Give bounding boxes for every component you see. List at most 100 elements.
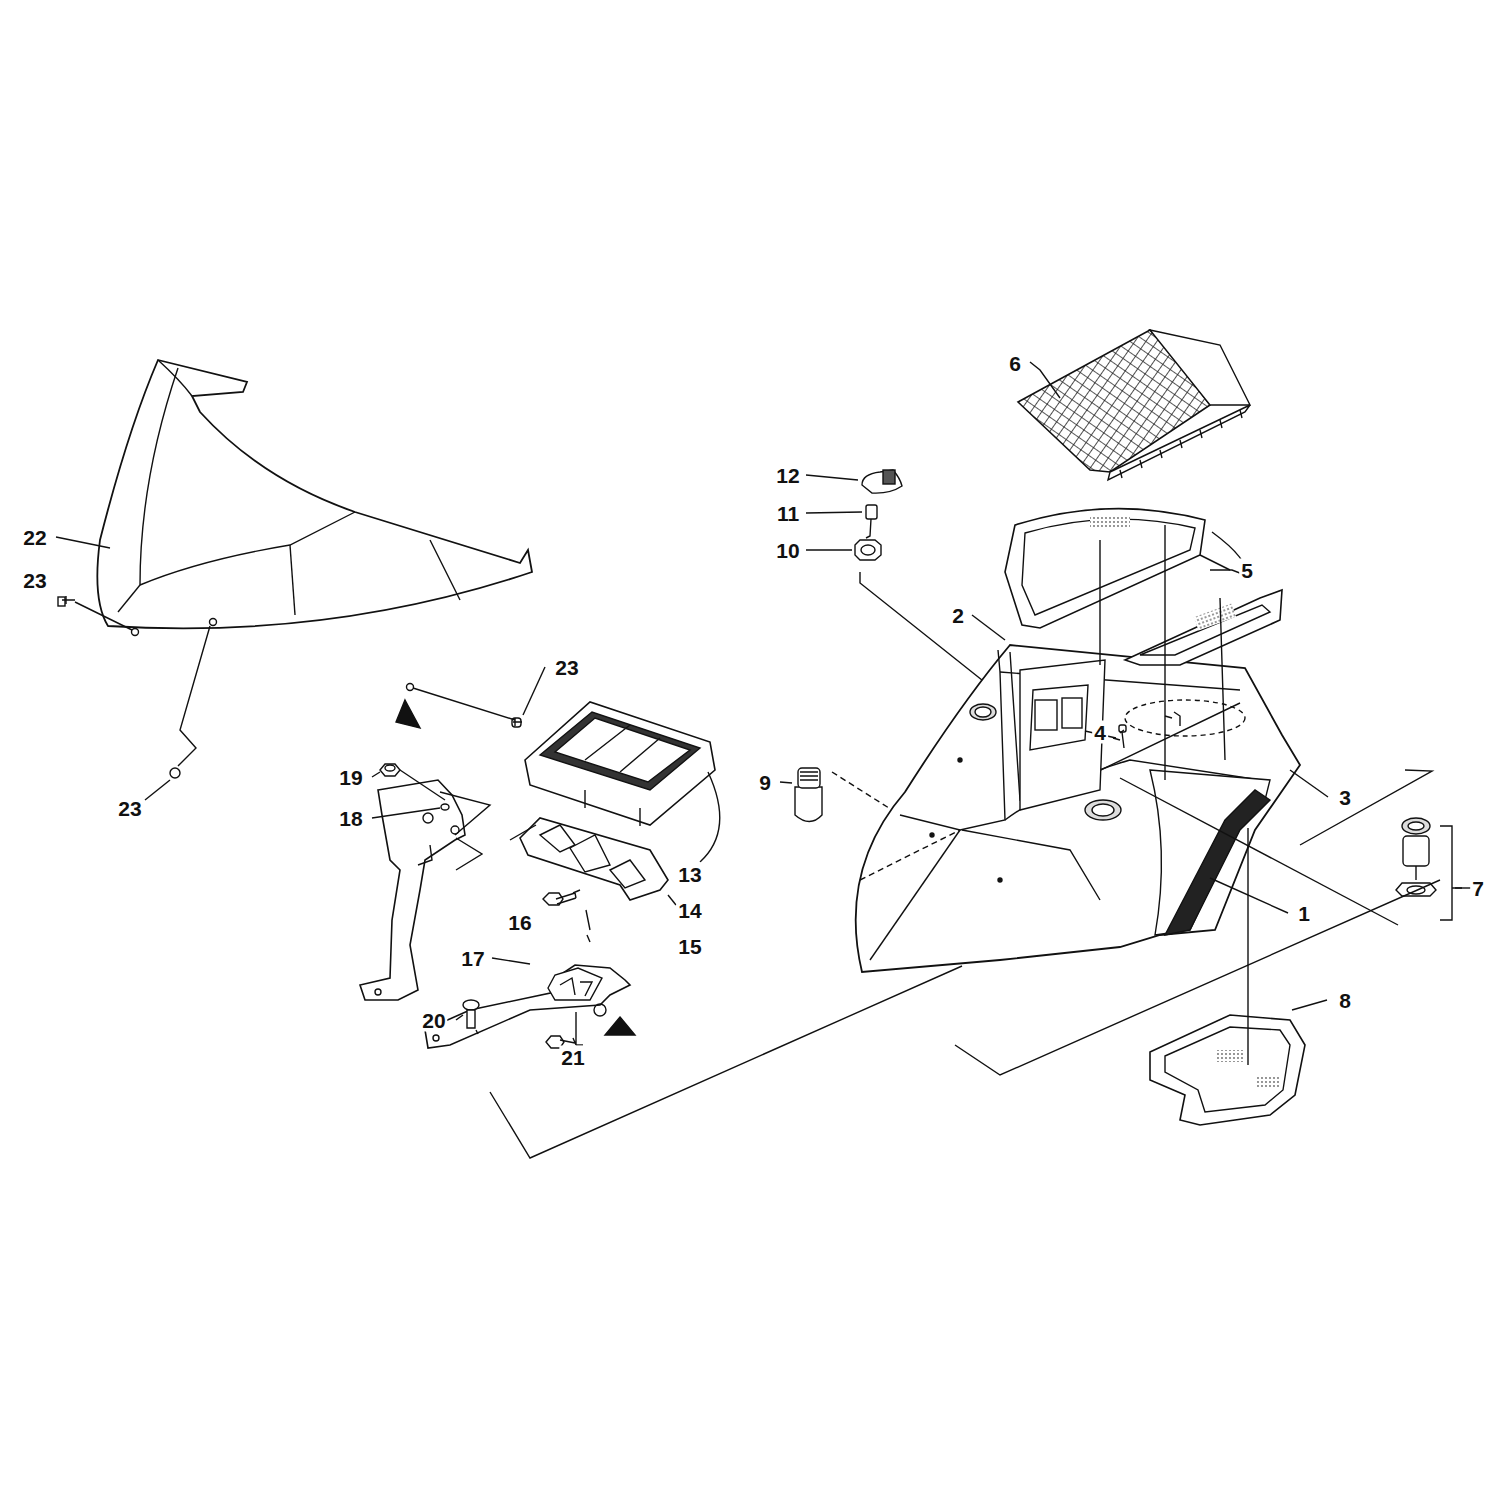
vent-panel — [1150, 828, 1327, 1125]
vent-panel — [1150, 1015, 1305, 1125]
hood — [930, 833, 934, 837]
bolt — [467, 1010, 475, 1028]
mount-bracket — [360, 780, 635, 1048]
nut — [441, 804, 449, 810]
windshield — [132, 629, 139, 636]
gauge — [525, 702, 715, 825]
power-outlet — [1120, 778, 1398, 925]
callout-number: 13 — [676, 863, 703, 886]
callout-number: 17 — [459, 947, 486, 970]
nut — [510, 825, 536, 840]
screw — [56, 537, 110, 548]
hood — [975, 707, 991, 717]
leader-line — [972, 615, 1005, 640]
screw — [1113, 700, 1245, 748]
screw — [62, 596, 132, 630]
nut — [380, 764, 400, 776]
storage-tray — [1108, 405, 1250, 480]
power-outlet — [1440, 826, 1462, 920]
mount-bracket — [423, 813, 433, 823]
callout-number: 9 — [757, 771, 773, 794]
vent-frame — [1140, 605, 1270, 655]
callout-number: 14 — [676, 899, 703, 922]
vent-frame — [1090, 515, 1130, 527]
key-switch — [855, 540, 881, 560]
gauge-mount — [610, 860, 645, 888]
hood — [1062, 698, 1082, 728]
screw — [1165, 716, 1172, 718]
callout-number: 7 — [1470, 877, 1486, 900]
bracket-line — [955, 880, 1440, 1075]
callout-number: 8 — [1337, 989, 1353, 1012]
bolt — [543, 890, 580, 905]
hood — [856, 645, 1300, 972]
windshield — [290, 545, 295, 615]
leader-line — [1290, 770, 1328, 797]
nut — [400, 770, 445, 800]
windshield — [118, 585, 140, 612]
callout-number: 16 — [506, 911, 533, 934]
gauge — [540, 712, 700, 790]
hood — [1030, 685, 1088, 750]
hood — [970, 704, 996, 720]
bracket-line — [1300, 770, 1432, 845]
switch — [780, 768, 900, 822]
bracket-line — [490, 770, 1440, 1158]
switch — [800, 772, 818, 780]
key-switch — [861, 545, 875, 555]
bolt — [463, 1000, 479, 1010]
mount-bracket — [605, 1017, 635, 1035]
switch — [798, 768, 820, 788]
hood — [1085, 800, 1121, 820]
screw — [56, 537, 545, 800]
callout-number: 3 — [1337, 786, 1353, 809]
callout-number: 5 — [1239, 559, 1255, 582]
hood — [998, 878, 1002, 882]
windshield — [407, 684, 414, 691]
callout-number: 15 — [676, 935, 703, 958]
nut — [372, 764, 536, 840]
vent-panel — [1215, 1050, 1245, 1062]
hood — [1092, 804, 1114, 816]
hood — [1150, 770, 1270, 935]
screw — [523, 667, 545, 715]
gauge-mount — [520, 818, 668, 900]
screw — [1125, 700, 1245, 736]
hood — [1035, 700, 1057, 730]
hood — [958, 758, 962, 762]
key-switch — [883, 470, 895, 484]
windshield — [210, 619, 217, 626]
callout-number: 12 — [774, 464, 801, 487]
power-outlet — [1120, 778, 1462, 925]
mount-bracket — [594, 1004, 606, 1016]
gauge — [555, 718, 690, 782]
switch — [780, 782, 792, 783]
mount-bracket — [433, 1035, 439, 1041]
storage-tray — [1150, 330, 1250, 405]
mount-bracket — [425, 965, 630, 1048]
vent-panel — [1165, 1027, 1290, 1112]
storage-tray — [1018, 330, 1250, 480]
switch — [795, 787, 822, 822]
gauge — [700, 772, 720, 862]
vent-panel — [1255, 1075, 1280, 1087]
callout-number: 2 — [950, 604, 966, 627]
leader-line — [1210, 878, 1288, 913]
mount-bracket — [548, 968, 602, 1000]
gauge-mount — [668, 895, 676, 905]
vent-frame — [1022, 519, 1195, 615]
switch — [832, 772, 900, 815]
screw — [1174, 712, 1180, 726]
screw — [178, 626, 210, 766]
windshield — [140, 368, 355, 585]
gauge — [585, 725, 660, 772]
callout-number: 22 — [21, 526, 48, 549]
callout-number: 18 — [337, 807, 364, 830]
screw — [413, 688, 515, 720]
mount-bracket — [492, 958, 530, 964]
screw — [1119, 725, 1126, 732]
key-switch — [862, 470, 902, 493]
leader-line — [972, 555, 1472, 913]
callout-number: 19 — [337, 766, 364, 789]
callout-number: 11 — [775, 502, 801, 525]
